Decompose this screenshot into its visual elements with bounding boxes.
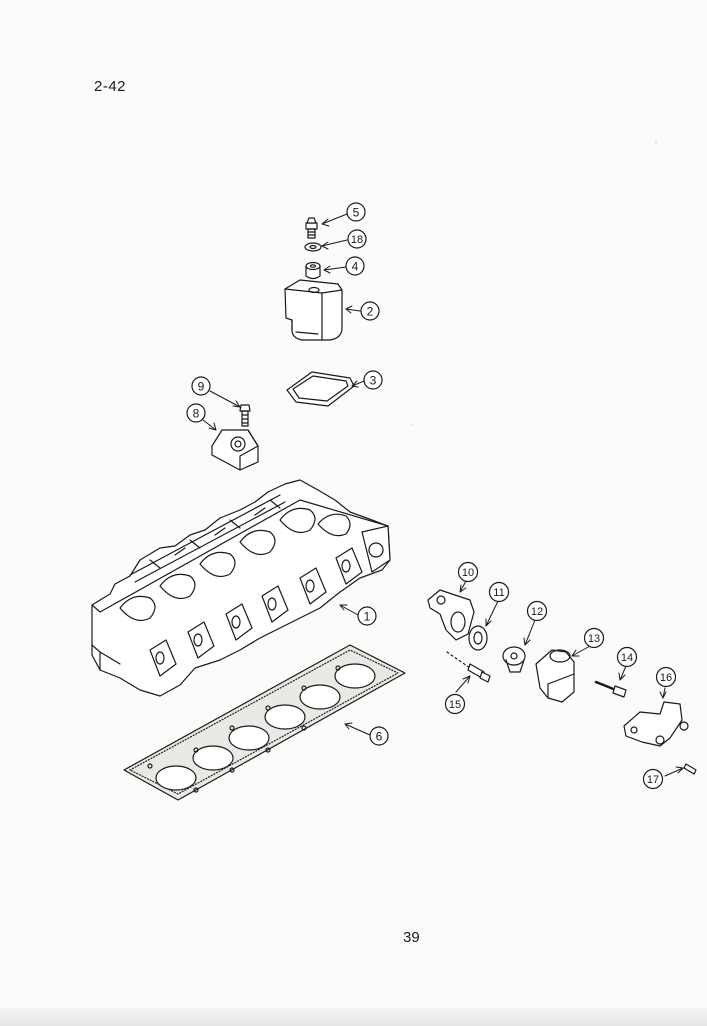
- page-number: 39: [403, 929, 420, 946]
- callout-label: 5: [353, 206, 360, 220]
- leader-lines: [202, 213, 684, 777]
- callout-label: 13: [588, 633, 600, 645]
- callout-17: 17: [642, 768, 664, 790]
- callout-label: 15: [449, 699, 461, 711]
- callout-label: 12: [531, 606, 543, 618]
- callout-11: 11: [488, 581, 510, 603]
- callout-label: 2: [367, 305, 374, 319]
- callout-9: 9: [191, 376, 211, 396]
- seal-part-11: [468, 625, 488, 651]
- thermostat-housing-part-13: [535, 649, 575, 703]
- cylinder-head-part-1: [91, 479, 391, 697]
- callout-1: 1: [357, 606, 377, 626]
- callout-label: 6: [376, 730, 383, 744]
- callout-label: 1: [364, 610, 371, 624]
- screw-part-17: [683, 763, 697, 775]
- callout-label: 8: [193, 407, 200, 421]
- callout-label: 17: [647, 774, 659, 786]
- thermostat-part-12: [502, 646, 526, 673]
- callout-10: 10: [457, 561, 479, 583]
- callout-label: 16: [660, 672, 672, 684]
- callout-label: 9: [198, 380, 205, 394]
- bolt-part-14: [594, 680, 627, 698]
- callout-label: 18: [351, 234, 363, 246]
- bolt-part-5: [305, 217, 318, 239]
- callout-label: 3: [370, 374, 377, 388]
- callout-label: 10: [462, 567, 474, 579]
- bolt-part-9: [239, 404, 251, 427]
- callout-label: 4: [352, 260, 359, 274]
- lifting-bracket-part-8: [211, 429, 259, 471]
- gasket-part-3: [286, 371, 355, 407]
- callout-4: 4: [345, 256, 365, 276]
- callout-3: 3: [363, 370, 383, 390]
- callout-15: 15: [444, 693, 466, 715]
- callout-2: 2: [360, 301, 380, 321]
- gasket-part-10: [427, 589, 475, 641]
- callout-16: 16: [655, 666, 677, 688]
- grommet-part-4: [305, 261, 321, 280]
- bolt-part-15: [446, 651, 491, 683]
- cover-part-2: [284, 279, 343, 341]
- scan-edge: [0, 1008, 707, 1026]
- scan-marks: [411, 139, 657, 427]
- section-label: 2-42: [94, 78, 127, 95]
- head-gasket-part-6: [123, 644, 406, 801]
- bracket-part-16: [623, 701, 689, 747]
- callout-label: 11: [493, 587, 504, 599]
- callout-12: 12: [526, 600, 548, 622]
- callout-5: 5: [346, 202, 366, 222]
- washer-part-18: [304, 242, 322, 252]
- callout-18: 18: [347, 229, 367, 249]
- callout-13: 13: [583, 627, 605, 649]
- callout-8: 8: [186, 403, 206, 423]
- callout-6: 6: [369, 726, 389, 746]
- callout-label: 14: [621, 652, 633, 664]
- callout-14: 14: [616, 646, 638, 668]
